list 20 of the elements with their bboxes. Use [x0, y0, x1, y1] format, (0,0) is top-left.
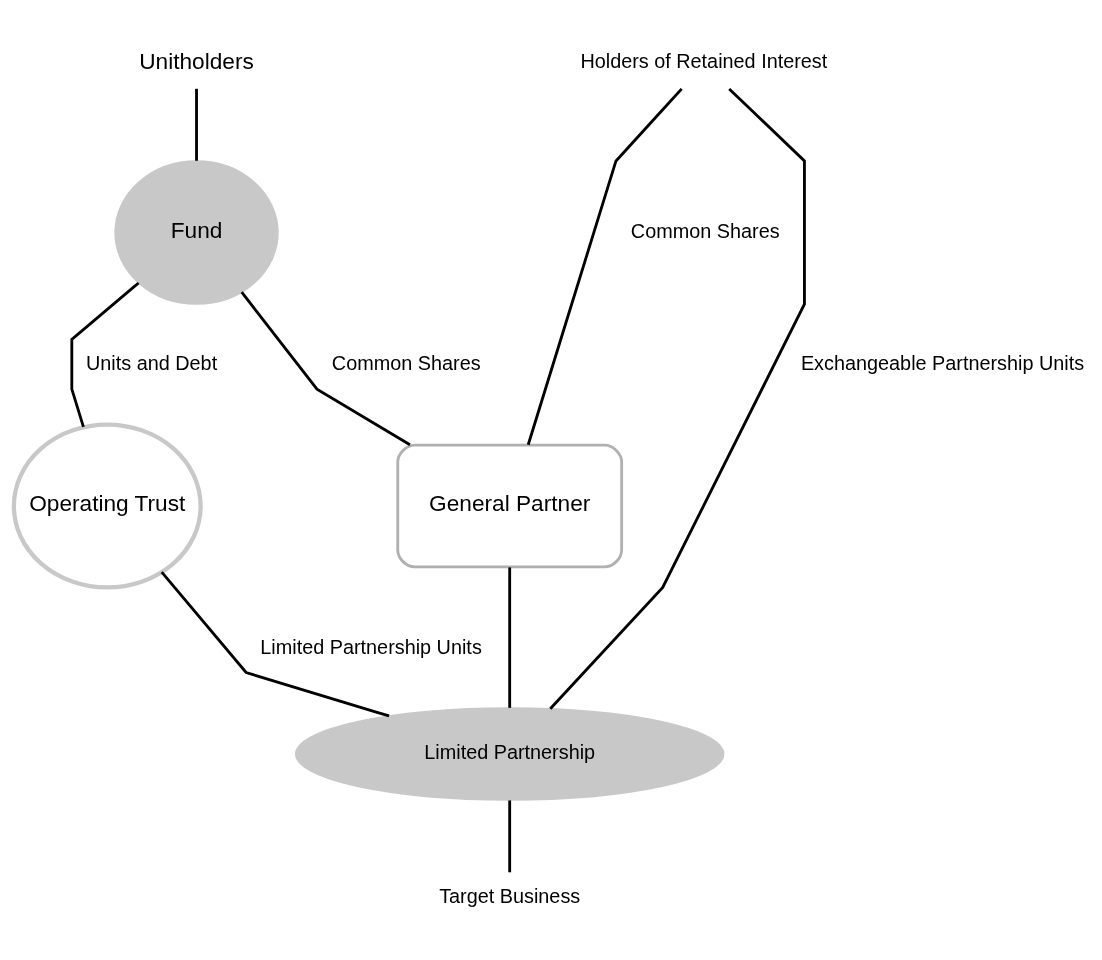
- edge-label: Exchangeable Partnership Units: [800, 351, 1085, 374]
- connector: [508, 799, 512, 872]
- connector: [160, 570, 390, 717]
- edge-label: Limited Partnership Units: [260, 635, 482, 658]
- connector: [508, 566, 512, 708]
- connector: [549, 87, 806, 710]
- node-text: Target Business: [439, 884, 581, 907]
- edge-label: Common Shares: [630, 219, 780, 242]
- node-ellipse: Fund: [114, 159, 279, 305]
- node-text: Holders of Retained Interest: [580, 49, 828, 72]
- node-box: General Partner: [396, 443, 624, 568]
- node-ellipse: Operating Trust: [11, 421, 203, 590]
- connector: [70, 281, 140, 427]
- connector: [526, 87, 683, 445]
- connector: [195, 88, 198, 161]
- connector: [240, 290, 411, 446]
- edge-label: Units and Debt: [85, 351, 218, 374]
- node-ellipse: Limited Partnership: [295, 706, 725, 801]
- node-text: Unitholders: [139, 47, 254, 74]
- edge-label: Common Shares: [331, 351, 481, 374]
